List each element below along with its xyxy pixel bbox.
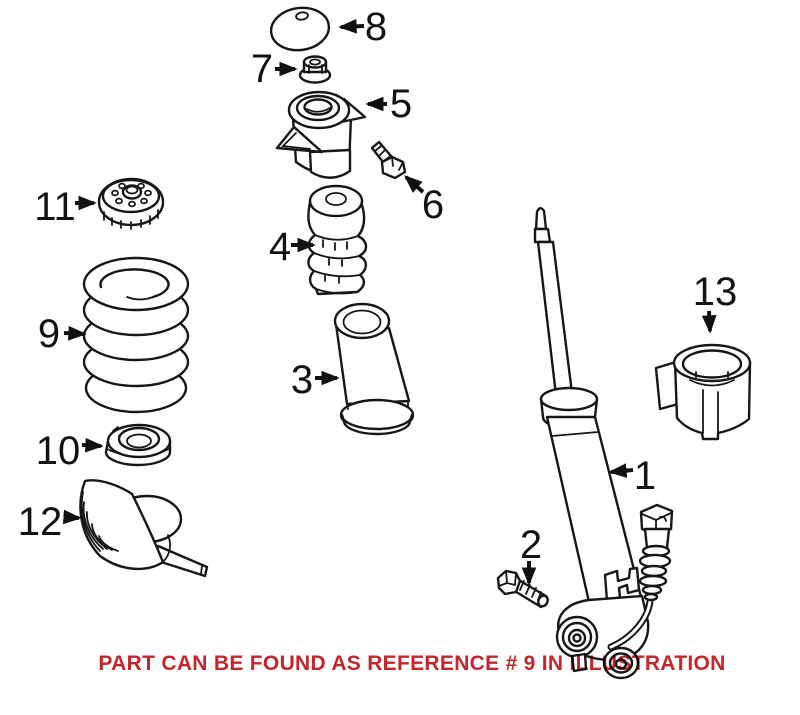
label-part-5: 5 [390,82,412,126]
part-12-spring-retainer-drawing [79,479,209,578]
label-part-10: 10 [36,429,81,473]
label-part-3: 3 [291,358,313,402]
label-part-1: 1 [634,454,656,498]
label-part-13: 13 [693,270,738,314]
part-1-shock-absorber-drawing [533,207,674,680]
arrow-12 [62,509,82,525]
label-part-8: 8 [365,5,387,49]
part-13-protective-cap-drawing [654,343,752,441]
label-part-7: 7 [251,47,273,91]
label-part-2: 2 [520,523,542,567]
arrow-6 [403,175,425,194]
part-6-mount-bolt-drawing [370,140,407,180]
leader-arrows [62,18,717,586]
part-11-cap-drawing [97,177,165,230]
part-10-spring-seat-drawing [104,423,172,467]
arrow-10 [81,437,104,453]
label-part-12: 12 [18,500,63,544]
label-part-11: 11 [34,185,76,229]
arrow-13 [701,310,717,334]
label-part-6: 6 [422,183,444,227]
part-2-bolt-drawing [496,569,549,609]
arrow-9 [63,325,87,341]
part-8-cover-cap-drawing [269,6,331,52]
arrow-1 [608,463,634,478]
label-part-9: 9 [38,312,60,356]
part-3-dust-cover-drawing [333,302,415,436]
reference-caption: PART CAN BE FOUND AS REFERENCE # 9 IN IL… [98,652,726,675]
part-5-strut-mount-drawing [275,90,367,179]
part-9-coil-spring-drawing [82,256,190,414]
part-4-bump-stop-drawing [307,184,368,296]
part-7-flange-nut-drawing [298,55,332,84]
arrow-8 [338,18,365,34]
label-part-4: 4 [269,225,291,269]
part-number-labels: 1 2 3 4 5 6 7 8 9 10 11 12 13 [18,5,738,567]
